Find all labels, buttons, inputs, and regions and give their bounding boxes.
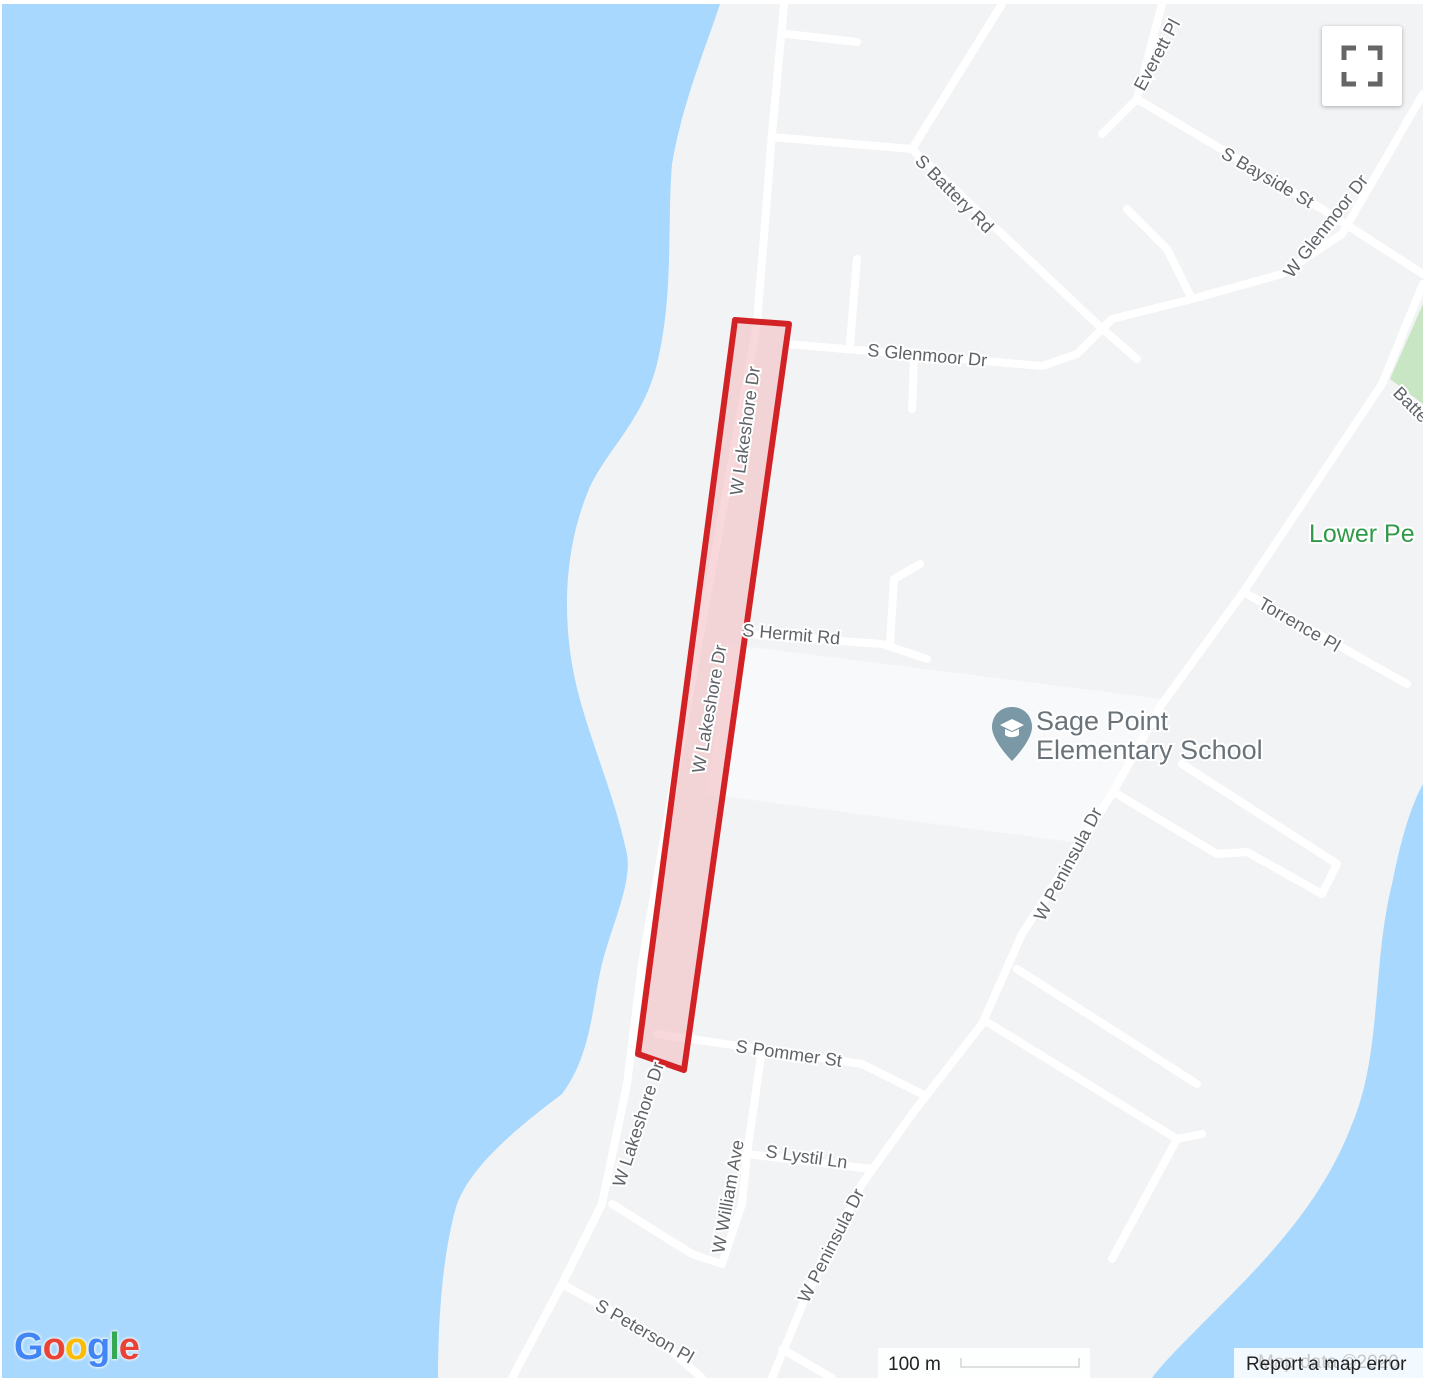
google-logo[interactable]: Google [14, 1326, 140, 1369]
school-name-line1: Sage Point [1036, 706, 1169, 736]
logo-letter: o [42, 1326, 66, 1368]
report-map-error-link[interactable]: Report a map error [1246, 1354, 1407, 1375]
logo-letter: l [109, 1326, 120, 1368]
map-tiles: Everett Pl S Bayside St S Battery Rd W G… [2, 4, 1423, 1378]
scale-bar[interactable]: 100 m [878, 1348, 1090, 1378]
scale-line [960, 1358, 1080, 1368]
school-poi[interactable]: Sage Point Elementary School [992, 704, 1265, 767]
logo-letter: g [87, 1326, 110, 1368]
map-canvas[interactable]: Everett Pl S Bayside St S Battery Rd W G… [2, 4, 1423, 1378]
fullscreen-button[interactable] [1322, 26, 1402, 106]
park-area [1390, 304, 1423, 404]
school-name-line2: Elementary School [1036, 735, 1263, 765]
scale-label: 100 m [888, 1354, 941, 1375]
highlighted-road-segment[interactable] [635, 317, 792, 1073]
water-east [1152, 784, 1423, 1378]
water-west [2, 4, 720, 1378]
map-footer: Map data ©2020 Report a map error [1234, 1348, 1423, 1378]
logo-letter: G [14, 1326, 44, 1368]
park-label: Lower Pe [1309, 520, 1415, 548]
logo-letter: e [118, 1326, 140, 1368]
school-grounds [707, 644, 1162, 844]
logo-letter: o [64, 1326, 88, 1368]
map-data-attribution: Map data ©2020 [1258, 1352, 1399, 1373]
school-pin-icon [992, 707, 1032, 761]
fullscreen-icon [1341, 45, 1383, 87]
road-network [508, 4, 1423, 1378]
